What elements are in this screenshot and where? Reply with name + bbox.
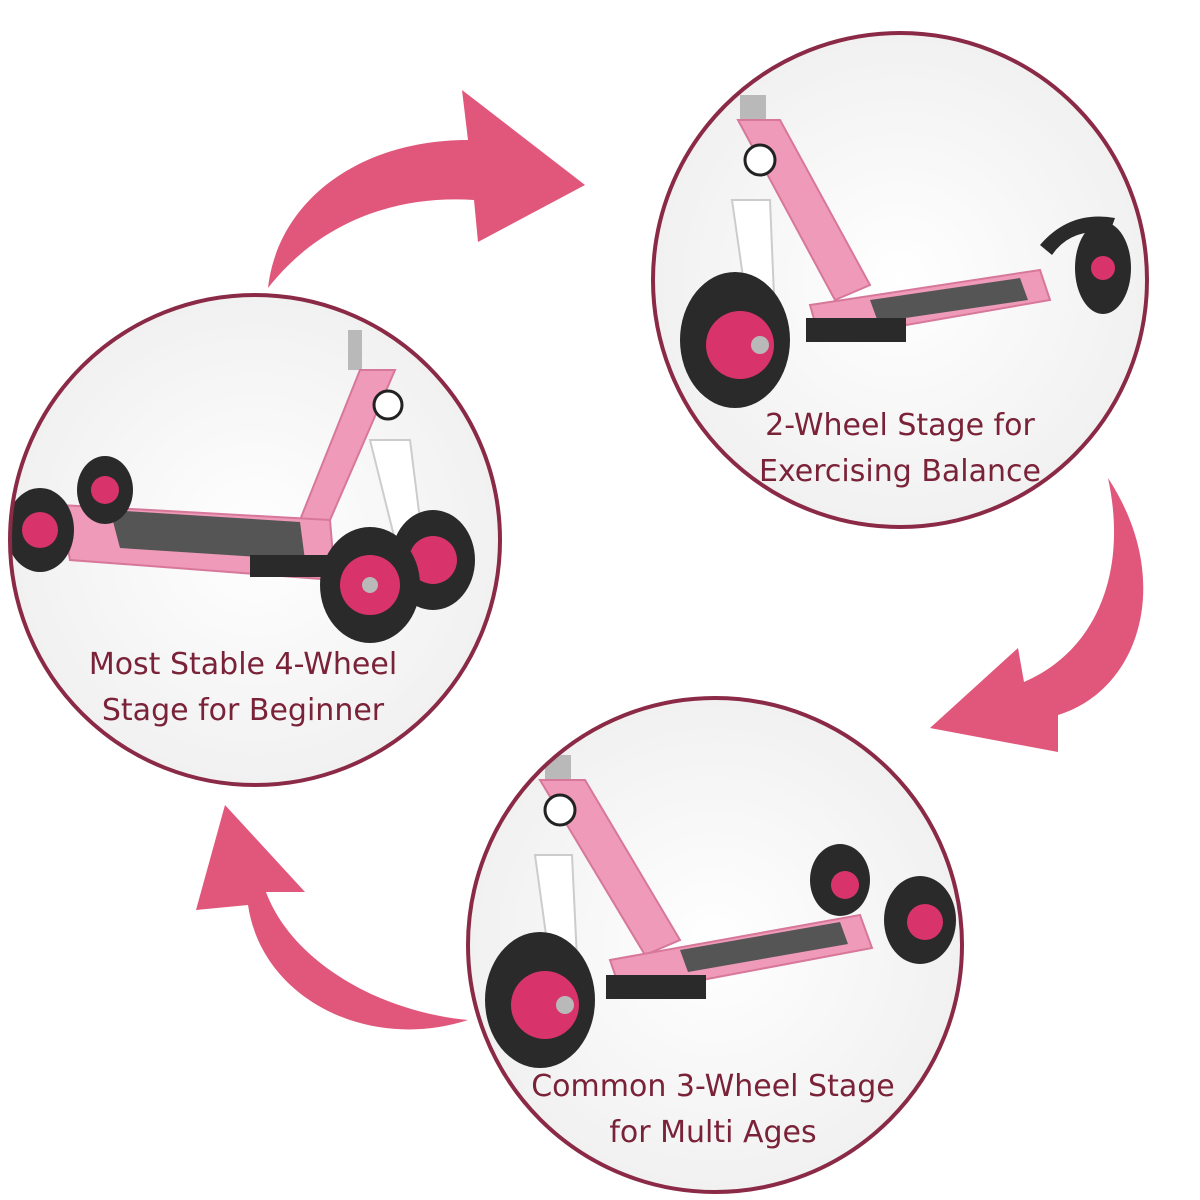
caption-line-1: Common 3-Wheel Stage (531, 1069, 895, 1104)
curved-arrow-icon (930, 478, 1144, 752)
curved-arrow-icon (268, 90, 585, 288)
rear-wheel-right (77, 456, 133, 524)
front-wheel (680, 272, 790, 408)
caption-line-2: for Multi Ages (609, 1115, 817, 1150)
arrow-4-to-2 (268, 90, 585, 288)
stage-2-wheel-circle (651, 31, 1149, 529)
logo-badge (372, 389, 404, 421)
caption-line-1: Most Stable 4-Wheel (88, 647, 398, 682)
caption-3-wheel-stage: Common 3-Wheel Stage for Multi Ages (518, 1064, 908, 1156)
caption-2-wheel-stage: 2-Wheel Stage for Exercising Balance (712, 403, 1088, 495)
caption-line-1: 2-Wheel Stage for (765, 408, 1035, 443)
grip-tape (680, 922, 848, 972)
logo-badge (543, 793, 577, 827)
scooter-3-wheel-illustration (485, 755, 956, 1068)
column-bolt (348, 330, 362, 370)
caption-line-2: Stage for Beginner (101, 693, 385, 728)
stage-3-wheel-circle (466, 696, 964, 1194)
curved-arrow-icon (196, 805, 468, 1030)
caption-line-2: Exercising Balance (759, 454, 1041, 489)
front-wheel (485, 932, 595, 1068)
rear-wheel-back (810, 844, 870, 916)
scooter-2-wheel-illustration (680, 95, 1131, 408)
steering-tube (538, 779, 682, 957)
deck-bumper (250, 555, 330, 577)
deck-bumper (606, 975, 706, 999)
rear-fender (1040, 216, 1115, 255)
rear-wheel-front (884, 876, 956, 964)
grip-tape (110, 510, 305, 560)
rear-wheel-left (10, 488, 74, 572)
caption-4-wheel-stage: Most Stable 4-Wheel Stage for Beginner (40, 642, 446, 734)
scooter-4-wheel-illustration (10, 330, 475, 643)
stage-4-wheel-circle (8, 293, 502, 787)
front-wheel-left (320, 527, 420, 643)
rear-wheel (1075, 222, 1131, 314)
deck-bumper (806, 318, 906, 342)
arrow-3-to-4 (196, 805, 468, 1030)
logo-badge (743, 143, 777, 177)
grip-tape (870, 278, 1028, 322)
arrow-2-to-3 (930, 478, 1144, 752)
